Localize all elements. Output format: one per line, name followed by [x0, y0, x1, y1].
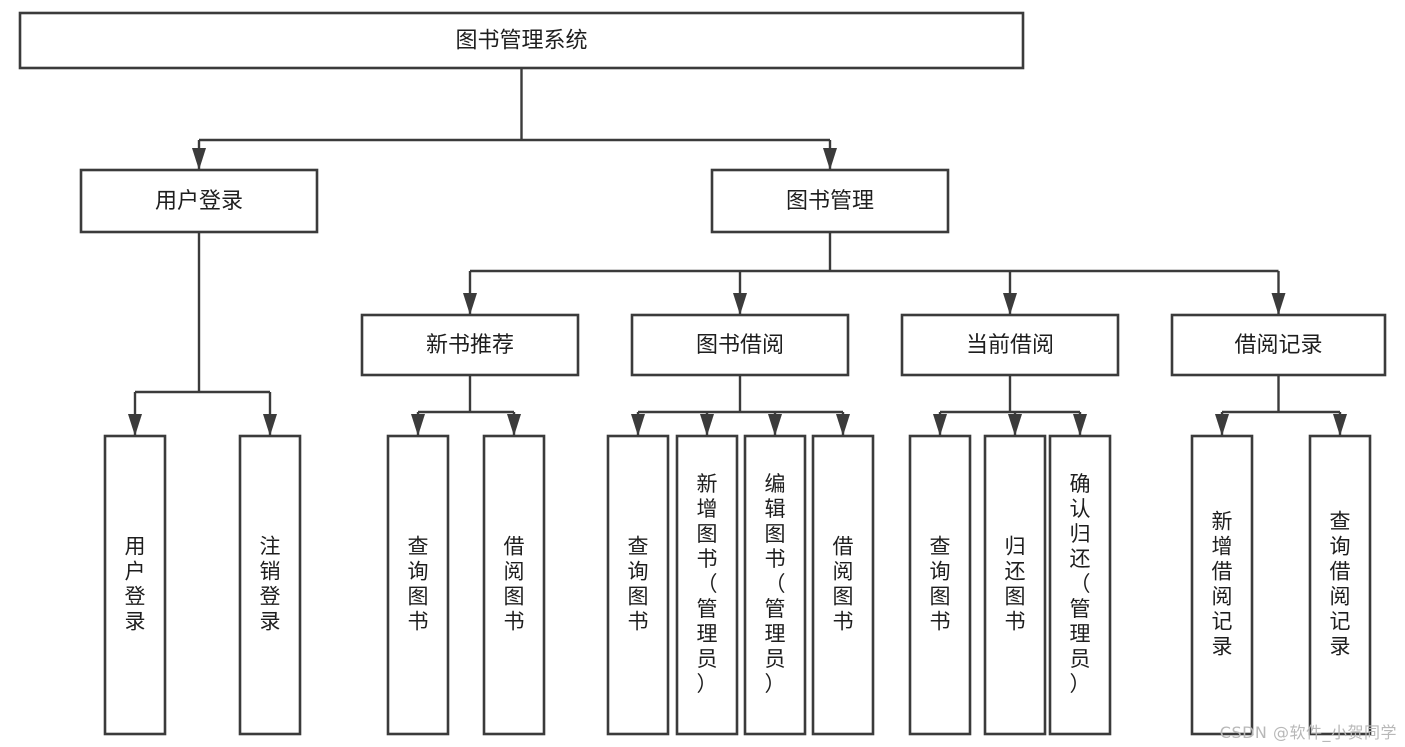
- leaf-node-2[interactable]: 查询图书: [386, 434, 450, 736]
- level2-node-1[interactable]: 图书管理: [710, 168, 950, 234]
- leaf-node-10[interactable]: 确认归还（管理员）: [1048, 434, 1112, 736]
- leaf-node-10-label: 确认归还（管理员）: [1070, 472, 1091, 696]
- leaf-node-6[interactable]: 编辑图书（管理员）: [743, 434, 807, 736]
- level2-node-0-box[interactable]: [79, 168, 319, 234]
- leaf-node-5[interactable]: 新增图书（管理员）: [675, 434, 739, 736]
- leaf-node-8-label: 查询图书: [930, 535, 951, 634]
- level3-node-3-label: 借阅记录: [1234, 333, 1322, 358]
- level3-node-1-box[interactable]: [630, 313, 850, 377]
- leaf-node-6-box[interactable]: [743, 434, 807, 736]
- leaf-node-4-box[interactable]: [606, 434, 670, 736]
- l3-1-to-leaves-arrow-3: [836, 414, 850, 436]
- l3-2-to-leaves-arrow-2: [1073, 414, 1087, 436]
- leaf-node-12[interactable]: 查询借阅记录: [1308, 434, 1372, 736]
- level3-node-0-box[interactable]: [360, 313, 580, 377]
- l3-2-to-leaves-arrow-1: [1008, 414, 1022, 436]
- leaf-node-3-label: 借阅图书: [504, 535, 525, 634]
- leaf-node-9-label: 归还图书: [1005, 535, 1026, 634]
- l3-1-to-leaves-arrow-1: [700, 414, 714, 436]
- root-node-book-management-system-box[interactable]: [18, 11, 1025, 70]
- leaf-node-9-box[interactable]: [983, 434, 1047, 736]
- leaf-node-1[interactable]: 注销登录: [238, 434, 302, 736]
- leaf-node-4[interactable]: 查询图书: [606, 434, 670, 736]
- leaf-node-5-box[interactable]: [675, 434, 739, 736]
- level3-node-1[interactable]: 图书借阅: [630, 313, 850, 377]
- l3-1-to-leaves-arrow-2: [768, 414, 782, 436]
- leaf-node-11[interactable]: 新增借阅记录: [1190, 434, 1254, 736]
- l3-1-to-leaves-arrow-0: [631, 414, 645, 436]
- l3-2-to-leaves-arrow-0: [933, 414, 947, 436]
- leaf-node-5-label: 新增图书（管理员）: [697, 472, 718, 696]
- leaf-node-9[interactable]: 归还图书: [983, 434, 1047, 736]
- level2-node-0-label: 用户登录: [155, 189, 243, 214]
- connector-layer: [128, 68, 1347, 436]
- l3-3-to-leaves-arrow-1: [1333, 414, 1347, 436]
- l3-0-to-leaves-arrow-1: [507, 414, 521, 436]
- leaf-node-1-box[interactable]: [238, 434, 302, 736]
- leaf-node-8[interactable]: 查询图书: [908, 434, 972, 736]
- level3-node-3-box[interactable]: [1170, 313, 1387, 377]
- leaf-node-2-box[interactable]: [386, 434, 450, 736]
- userlogin-to-leaves-arrow-1: [263, 414, 277, 436]
- leaf-node-1-label: 注销登录: [260, 535, 281, 634]
- leaf-node-7-box[interactable]: [811, 434, 875, 736]
- level3-node-3[interactable]: 借阅记录: [1170, 313, 1387, 377]
- root-node-book-management-system-label: 图书管理系统: [455, 29, 587, 54]
- leaf-node-0-label: 用户登录: [125, 535, 146, 634]
- level2-node-1-box[interactable]: [710, 168, 950, 234]
- root-to-level2-arrow-1: [823, 148, 837, 170]
- leaf-node-10-box[interactable]: [1048, 434, 1112, 736]
- bookmgmt-to-level3-arrow-3: [1271, 293, 1286, 315]
- level3-node-0[interactable]: 新书推荐: [360, 313, 580, 377]
- level2-node-0[interactable]: 用户登录: [79, 168, 319, 234]
- level3-node-1-label: 图书借阅: [696, 333, 784, 358]
- level2-node-1-label: 图书管理: [786, 189, 874, 214]
- level3-node-2[interactable]: 当前借阅: [900, 313, 1120, 377]
- leaf-node-3[interactable]: 借阅图书: [482, 434, 546, 736]
- level3-node-2-label: 当前借阅: [966, 333, 1054, 358]
- leaf-node-0-box[interactable]: [103, 434, 167, 736]
- leaf-node-4-label: 查询图书: [628, 535, 649, 634]
- leaf-node-11-box[interactable]: [1190, 434, 1254, 736]
- root-to-level2-arrow-0: [192, 148, 206, 170]
- root-node-book-management-system[interactable]: 图书管理系统: [18, 11, 1025, 70]
- bookmgmt-to-level3-arrow-1: [733, 293, 747, 315]
- leaf-node-6-label: 编辑图书（管理员）: [765, 472, 786, 696]
- l3-0-to-leaves-arrow-0: [411, 414, 425, 436]
- leaf-node-0[interactable]: 用户登录: [103, 434, 167, 736]
- leaf-node-8-box[interactable]: [908, 434, 972, 736]
- leaf-node-2-label: 查询图书: [408, 535, 429, 634]
- node-layer: 图书管理系统用户登录图书管理新书推荐图书借阅当前借阅借阅记录用户登录注销登录查询…: [18, 11, 1387, 736]
- leaf-node-3-box[interactable]: [482, 434, 546, 736]
- leaf-node-12-label: 查询借阅记录: [1330, 510, 1351, 659]
- level3-node-2-box[interactable]: [900, 313, 1120, 377]
- leaf-node-7-label: 借阅图书: [833, 535, 854, 634]
- leaf-node-7[interactable]: 借阅图书: [811, 434, 875, 736]
- l3-3-to-leaves-arrow-0: [1215, 414, 1229, 436]
- bookmgmt-to-level3-arrow-2: [1003, 293, 1017, 315]
- leaf-node-11-label: 新增借阅记录: [1212, 510, 1233, 659]
- userlogin-to-leaves-arrow-0: [128, 414, 142, 436]
- level3-node-0-label: 新书推荐: [426, 333, 514, 358]
- bookmgmt-to-level3-arrow-0: [463, 293, 477, 315]
- leaf-node-12-box[interactable]: [1308, 434, 1372, 736]
